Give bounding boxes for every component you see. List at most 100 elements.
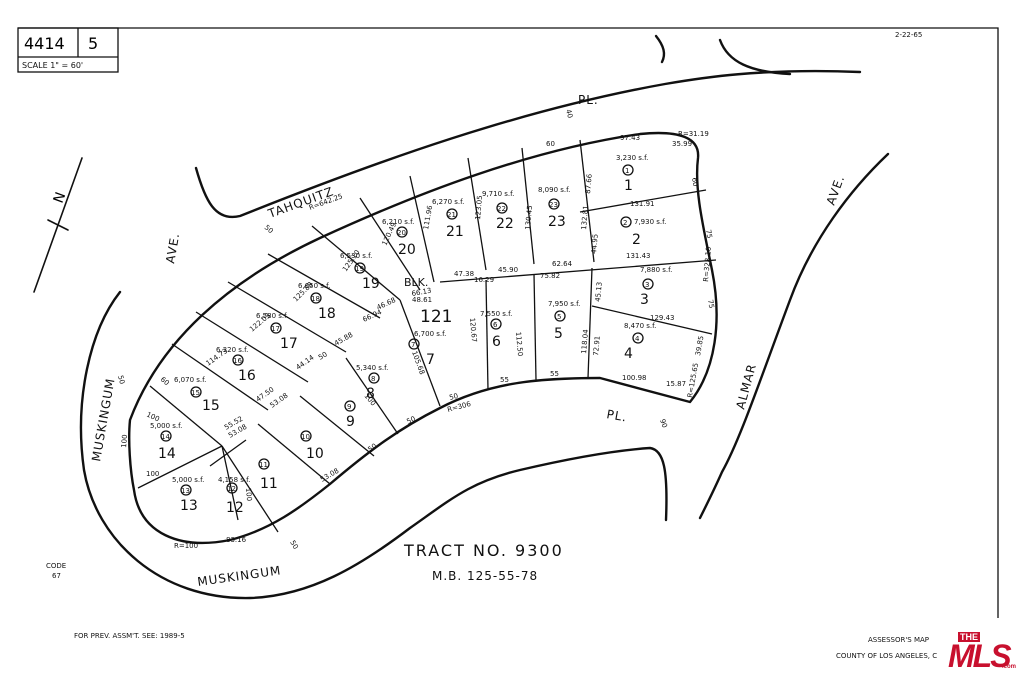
svg-text:112.50: 112.50	[514, 331, 524, 356]
svg-text:62.64: 62.64	[552, 260, 573, 268]
svg-text:44.95: 44.95	[590, 234, 600, 255]
svg-text:8,090 s.f.: 8,090 s.f.	[538, 186, 570, 194]
code-value: 67	[52, 572, 61, 580]
svg-text:6,070 s.f.: 6,070 s.f.	[174, 376, 206, 384]
street-muskingum-bottom: MUSKINGUM	[196, 563, 282, 589]
the-mls-logo: THE MLS .com	[946, 630, 1018, 674]
svg-text:15: 15	[191, 389, 200, 397]
lot-17[interactable]: 6,580 s.f. 17 17	[256, 312, 298, 352]
svg-text:40: 40	[564, 108, 574, 119]
muskingum-pl-south-edge	[79, 290, 668, 600]
svg-text:5,000 s.f.: 5,000 s.f.	[150, 422, 182, 430]
tahquitz-pl-north-edge	[194, 69, 862, 219]
svg-text:100: 100	[244, 487, 253, 501]
lot-4[interactable]: 8,470 s.f. 4 4	[624, 322, 656, 362]
lot-5[interactable]: 7,950 s.f. 5 5	[548, 300, 580, 342]
lot-9[interactable]: 9 9	[344, 400, 356, 430]
lot-8[interactable]: 5,340 s.f. 8 8	[356, 364, 388, 402]
page-number: 5	[88, 34, 98, 53]
logo-com: .com	[1002, 664, 1017, 670]
lot-13[interactable]: 5,000 s.f. 13 13	[172, 476, 204, 514]
svg-text:7,550 s.f.: 7,550 s.f.	[480, 310, 512, 318]
svg-text:13: 13	[181, 487, 190, 495]
prev-assessment: FOR PREV. ASSM'T. SEE: 1989-5	[74, 632, 185, 640]
svg-text:17: 17	[280, 336, 298, 352]
svg-text:9: 9	[346, 414, 355, 430]
svg-text:118.04: 118.04	[580, 329, 590, 355]
svg-text:20: 20	[398, 242, 416, 258]
svg-text:123.05: 123.05	[474, 195, 484, 220]
svg-text:50: 50	[288, 539, 299, 551]
svg-text:6,700 s.f.: 6,700 s.f.	[414, 330, 446, 338]
svg-text:8: 8	[371, 375, 375, 383]
lot-23[interactable]: 8,090 s.f. 23 23	[538, 186, 570, 230]
svg-text:4,158 s.f.: 4,158 s.f.	[218, 476, 250, 484]
svg-text:2: 2	[632, 232, 641, 248]
tract-title: TRACT NO. 9300	[403, 541, 564, 560]
lot-6[interactable]: 7,550 s.f. 6 6	[480, 310, 512, 350]
svg-text:23: 23	[549, 201, 558, 209]
svg-text:23: 23	[548, 214, 566, 230]
tract-mb: M.B. 125-55-78	[432, 569, 538, 583]
svg-text:50: 50	[317, 350, 329, 361]
svg-text:10: 10	[301, 433, 310, 441]
header-box	[17, 27, 119, 73]
lot-12[interactable]: 4,158 s.f. 12 12	[218, 476, 250, 516]
svg-text:83.16: 83.16	[226, 536, 247, 544]
svg-text:6,320 s.f.: 6,320 s.f.	[216, 346, 248, 354]
svg-text:132.81: 132.81	[580, 205, 590, 230]
svg-text:100: 100	[146, 470, 159, 478]
svg-text:6,210 s.f.: 6,210 s.f.	[382, 218, 414, 226]
lot-19[interactable]: 6,530 s.f. 19 19	[340, 252, 380, 292]
svg-text:6: 6	[493, 321, 498, 329]
lot-11[interactable]: 11 11	[258, 458, 278, 492]
svg-text:44.14: 44.14	[295, 353, 316, 371]
svg-text:21: 21	[446, 224, 464, 240]
book-number: 4414	[24, 34, 65, 53]
north-letter: N	[51, 190, 70, 205]
svg-text:21: 21	[447, 211, 456, 219]
svg-text:6,530 s.f.: 6,530 s.f.	[340, 252, 372, 260]
svg-text:45.88: 45.88	[333, 331, 354, 348]
svg-text:55: 55	[500, 376, 509, 384]
lot-18[interactable]: 6,650 s.f. 18 18	[298, 282, 336, 322]
logo-mls: MLS	[948, 638, 1012, 674]
lot-20[interactable]: 6,210 s.f. 20 20	[382, 218, 416, 258]
svg-text:100: 100	[120, 434, 129, 448]
svg-text:R=125.65: R=125.65	[686, 362, 700, 398]
svg-text:66.13: 66.13	[411, 287, 432, 298]
svg-text:72.91: 72.91	[592, 336, 602, 357]
code-label: CODE	[46, 562, 66, 570]
lot-2[interactable]: 2 7,930 s.f. 2	[620, 216, 666, 248]
lot-1[interactable]: 3,230 s.f. 1 1	[616, 154, 648, 194]
svg-text:100.98: 100.98	[622, 374, 647, 382]
svg-text:19: 19	[355, 265, 364, 273]
logo-the: THE	[958, 632, 980, 642]
lot-22[interactable]: 9,710 s.f. 22 22	[482, 190, 514, 232]
lot-14[interactable]: 5,000 s.f. 14 14	[150, 422, 182, 462]
svg-text:6,580 s.f.: 6,580 s.f.	[256, 312, 288, 320]
svg-text:50: 50	[367, 442, 379, 454]
lot-7[interactable]: 6,700 s.f. 7 7	[408, 330, 446, 368]
svg-text:14: 14	[161, 433, 170, 441]
svg-text:R=100: R=100	[174, 542, 198, 550]
svg-text:16: 16	[233, 357, 242, 365]
svg-text:16.29: 16.29	[474, 276, 494, 284]
svg-text:130.45: 130.45	[524, 205, 534, 230]
svg-text:18: 18	[318, 306, 336, 322]
svg-text:5: 5	[554, 326, 563, 342]
svg-text:45.13: 45.13	[594, 282, 604, 303]
svg-text:48.61: 48.61	[412, 296, 432, 304]
lot-10[interactable]: 10 10	[300, 430, 324, 462]
svg-text:7,880 s.f.: 7,880 s.f.	[640, 266, 672, 274]
svg-text:9: 9	[347, 403, 351, 411]
svg-text:87.66: 87.66	[584, 173, 594, 194]
svg-text:2: 2	[623, 219, 627, 227]
lot-21[interactable]: 6,270 s.f. 21 21	[432, 198, 464, 240]
block-121-outline	[128, 131, 718, 545]
svg-text:131.91: 131.91	[630, 200, 655, 208]
svg-text:7: 7	[426, 352, 435, 368]
lot-15[interactable]: 6,070 s.f. 15 15	[174, 376, 220, 414]
lot-16[interactable]: 6,320 s.f. 16 16	[216, 346, 256, 384]
lot-3[interactable]: 7,880 s.f. 3 3	[640, 266, 672, 308]
